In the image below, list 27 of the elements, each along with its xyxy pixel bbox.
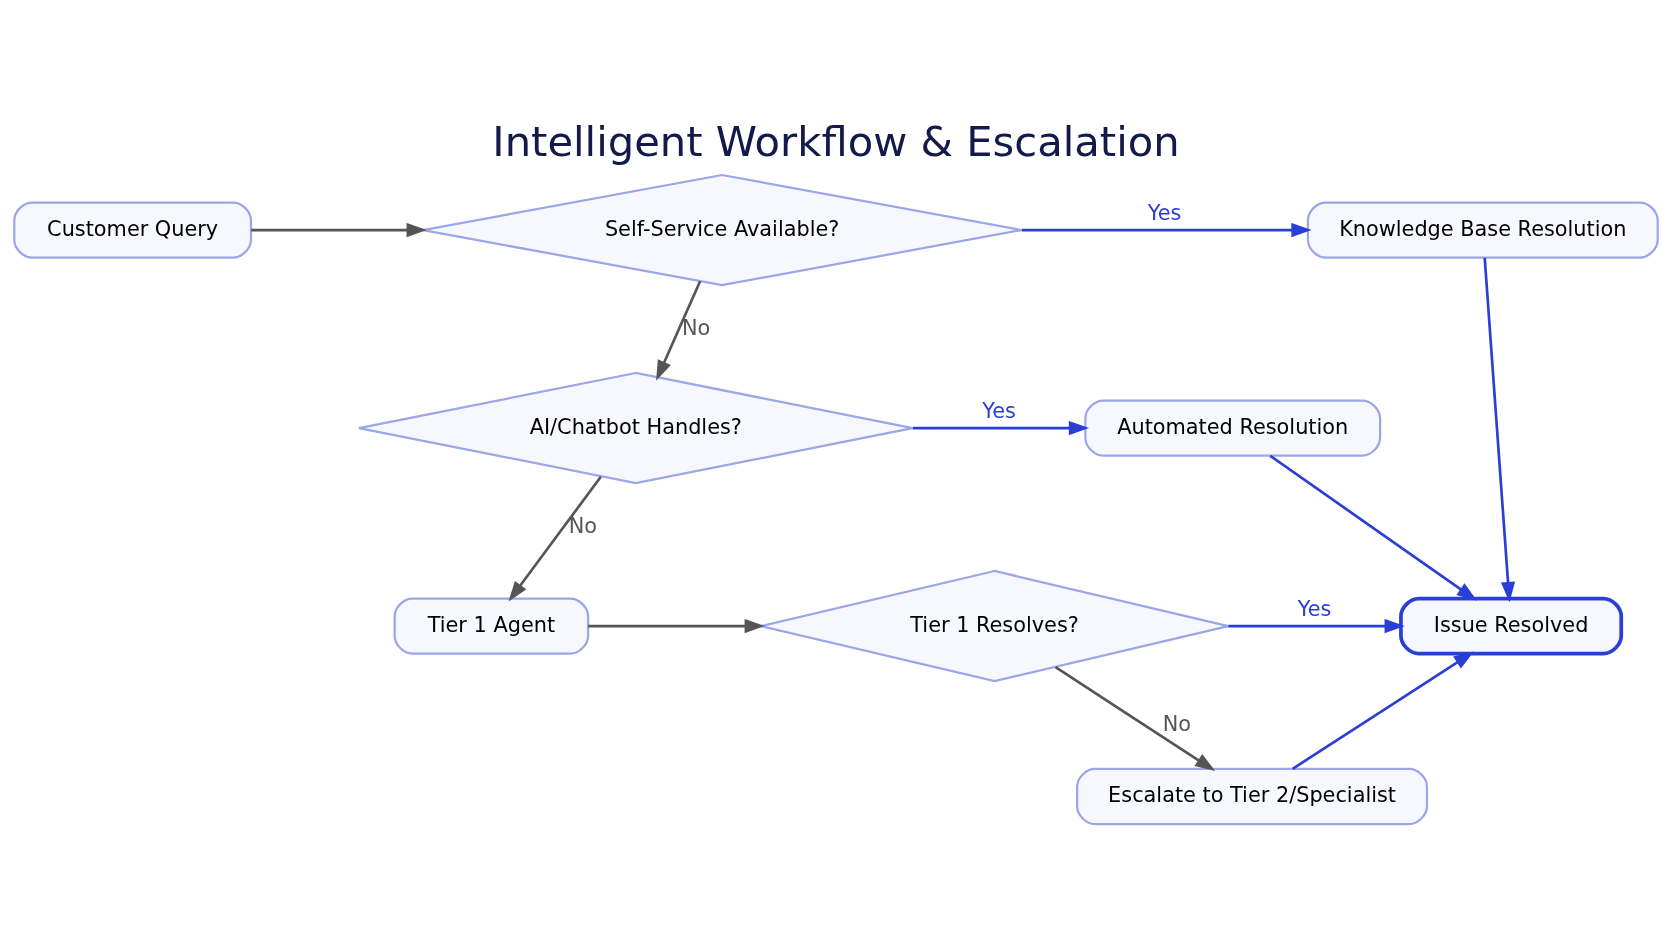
node-box: Issue Resolved (1399, 596, 1624, 656)
edge-label: Yes (982, 398, 1016, 423)
arrow (1483, 257, 1516, 603)
edge-label: Yes (1297, 596, 1332, 621)
arrow (588, 618, 765, 634)
node-diamond: AI/Chatbot Handles? (357, 371, 914, 485)
arrow (1228, 618, 1405, 634)
arrow (251, 223, 427, 238)
node-box: Automated Resolution (1084, 399, 1382, 457)
edge-label: No (681, 315, 711, 340)
edge-label: Yes (1147, 200, 1182, 225)
node-box: Customer Query (13, 201, 253, 259)
edge-label: No (568, 513, 598, 538)
diagram-title: Intelligent Workflow & Escalation (492, 117, 1180, 167)
arrow (1291, 651, 1474, 770)
arrow (1021, 223, 1312, 238)
arrow (508, 475, 602, 602)
node-box: Escalate to Tier 2/Specialist (1076, 767, 1429, 826)
arrow (1269, 454, 1477, 601)
node-diamond: Self-Service Available? (421, 173, 1023, 287)
edge-label: No (1162, 711, 1192, 736)
node-box: Knowledge Base Resolution (1306, 201, 1659, 259)
arrow (912, 420, 1090, 436)
node-diamond: Tier 1 Resolves? (759, 569, 1230, 683)
arrow (1054, 666, 1216, 772)
arrow (656, 280, 702, 381)
node-box: Tier 1 Agent (393, 597, 590, 655)
